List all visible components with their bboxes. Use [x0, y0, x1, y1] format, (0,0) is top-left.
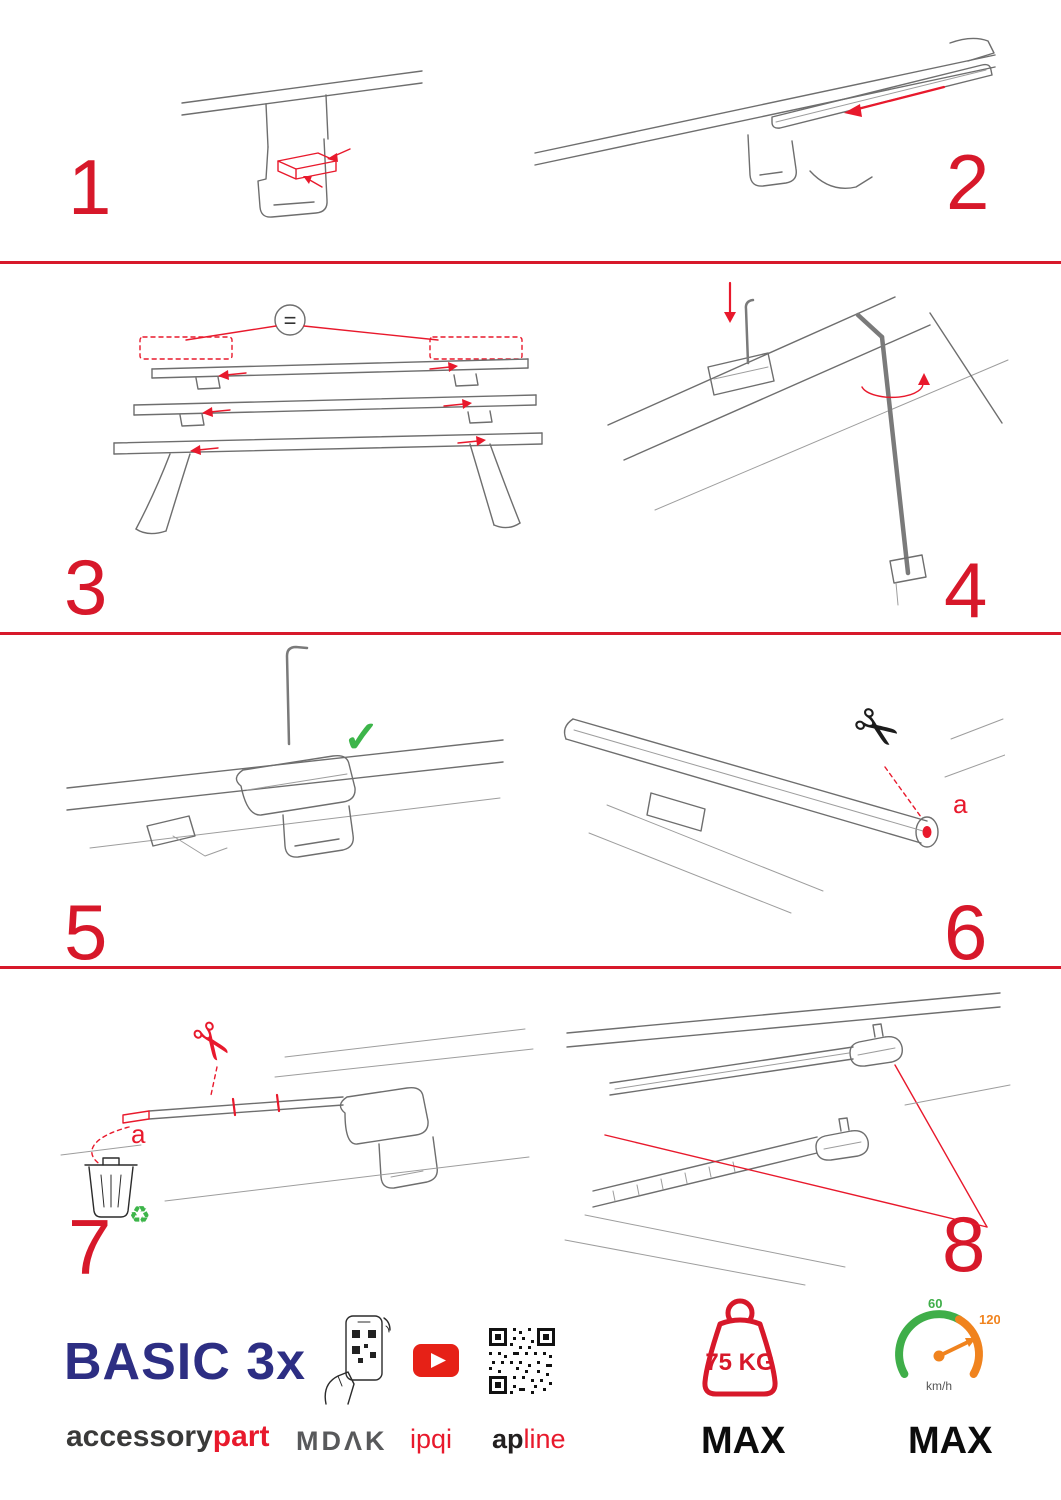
speed-unit-label: km/h — [926, 1379, 952, 1393]
weight-value: 75 KG — [705, 1349, 774, 1376]
step-1-number: 1 — [68, 143, 112, 231]
rotate-arrow — [861, 373, 930, 399]
step-3-illustration: = — [50, 285, 545, 540]
section-divider — [0, 966, 1061, 969]
trash-icon — [84, 1157, 138, 1218]
step-3-number: 3 — [64, 543, 108, 631]
logo-mdak: MDΛK — [296, 1426, 388, 1456]
strip-label-a: a — [131, 1119, 146, 1149]
brand-basic3x: BASIC 3x — [64, 1333, 307, 1391]
weight-badge: 75 KG — [678, 1296, 803, 1408]
step-7-number: 7 — [68, 1203, 112, 1291]
brand-part: part — [212, 1420, 270, 1453]
step-2-illustration — [520, 25, 1005, 215]
section-divider — [0, 632, 1061, 635]
step-7-illustration: ✂ a ♻ — [45, 995, 535, 1230]
logo-ipqi: ipqi — [410, 1424, 453, 1454]
step-5-number: 5 — [64, 888, 108, 976]
speed-low-label: 60 — [928, 1296, 942, 1311]
speed-max-label: MAX — [908, 1420, 993, 1462]
scissors-icon: ✂ — [840, 692, 911, 767]
push-down-arrow — [724, 281, 736, 323]
step-2-number: 2 — [946, 138, 990, 226]
cut-label-a: a — [953, 789, 968, 819]
rubber-pad-highlight — [277, 148, 351, 188]
equals-badge — [274, 304, 306, 336]
step-5-illustration: ✓ — [55, 640, 515, 905]
step-4-illustration — [600, 275, 1015, 625]
t-bolt-lower — [815, 1117, 869, 1161]
allen-key — [855, 312, 911, 576]
brand-accessory: accessory — [66, 1420, 213, 1453]
recycle-icon: ♻ — [129, 1202, 151, 1229]
speed-high-label: 120 — [979, 1312, 1000, 1327]
step-1-illustration — [170, 55, 430, 235]
t-bolt-upper — [849, 1023, 903, 1067]
logo-apline-line: line — [523, 1424, 566, 1454]
section-divider — [0, 261, 1061, 264]
step-4-number: 4 — [944, 546, 988, 634]
equals-label: = — [284, 308, 297, 333]
speedometer-gauge: 60 120 km/h — [880, 1296, 1000, 1398]
step-6-number: 6 — [944, 888, 988, 976]
logo-apline: apline — [492, 1424, 566, 1455]
brand-accessorypart: accessorypart — [66, 1420, 269, 1454]
step-6-illustration: ✂ a — [555, 685, 1005, 915]
scissors-icon: ✂ — [176, 1009, 246, 1075]
step-8-illustration — [555, 985, 1015, 1290]
phone-qr-icon — [318, 1312, 398, 1407]
weight-max-label: MAX — [701, 1420, 786, 1462]
qr-code — [489, 1328, 555, 1394]
logo-apline-ap: ap — [492, 1424, 524, 1454]
youtube-icon — [413, 1344, 459, 1377]
